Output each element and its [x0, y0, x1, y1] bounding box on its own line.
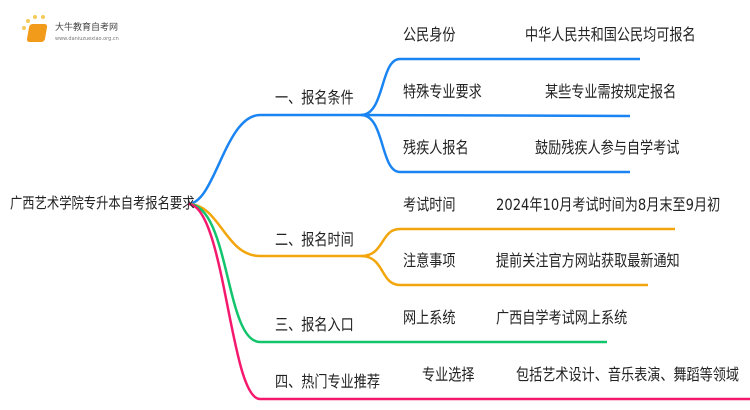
- leaf-label: 包括艺术设计、音乐表演、舞蹈等领域: [516, 365, 740, 384]
- leaf-label: 2024年10月考试时间为8月末至9月初: [496, 195, 721, 214]
- logo: 大牛教育自考网 www.daniuzuexiao.org.cn: [20, 12, 140, 46]
- branch-line-3: [187, 202, 607, 344]
- logo-url: www.daniuzuexiao.org.cn: [55, 36, 119, 42]
- branch-line-4: [187, 202, 750, 401]
- sub-label: 残疾人报名: [403, 138, 469, 157]
- branch-line-1: [187, 113, 361, 206]
- sub-line-1-2: [360, 113, 631, 118]
- sub-line-2-1: [360, 227, 675, 258]
- logo-dot: [26, 19, 30, 23]
- sub-label: 网上系统: [403, 308, 456, 327]
- logo-dot: [33, 15, 37, 19]
- leaf-label: 广西自学考试网上系统: [496, 308, 628, 327]
- leaf-label: 鼓励残疾人参与自学考试: [535, 138, 680, 157]
- root-topic: 广西艺术学院专升本自考报名要求: [10, 194, 195, 212]
- logo-name: 大牛教育自考网: [55, 23, 119, 33]
- branch-label: 一、报名条件: [275, 88, 354, 107]
- branch-label: 四、热门专业推荐: [275, 372, 380, 391]
- logo-dot: [41, 15, 45, 19]
- sub-label: 公民身份: [403, 25, 456, 44]
- sub-line-2-2: [360, 254, 648, 287]
- sub-label: 专业选择: [422, 365, 475, 384]
- branch-label: 三、报名入口: [275, 315, 354, 334]
- sub-label: 特殊专业要求: [403, 82, 482, 101]
- leaf-label: 某些专业需按规定报名: [545, 82, 677, 101]
- branch-label: 二、报名时间: [275, 230, 354, 249]
- sub-label: 考试时间: [403, 195, 456, 214]
- leaf-label: 中华人民共和国公民均可报名: [525, 25, 696, 44]
- sub-line-1-1: [360, 57, 640, 117]
- sub-line-1-3: [360, 113, 630, 174]
- leaf-label: 提前关注官方网站获取最新通知: [496, 251, 680, 270]
- logo-dot: [22, 26, 26, 30]
- sub-label: 注意事项: [403, 251, 456, 270]
